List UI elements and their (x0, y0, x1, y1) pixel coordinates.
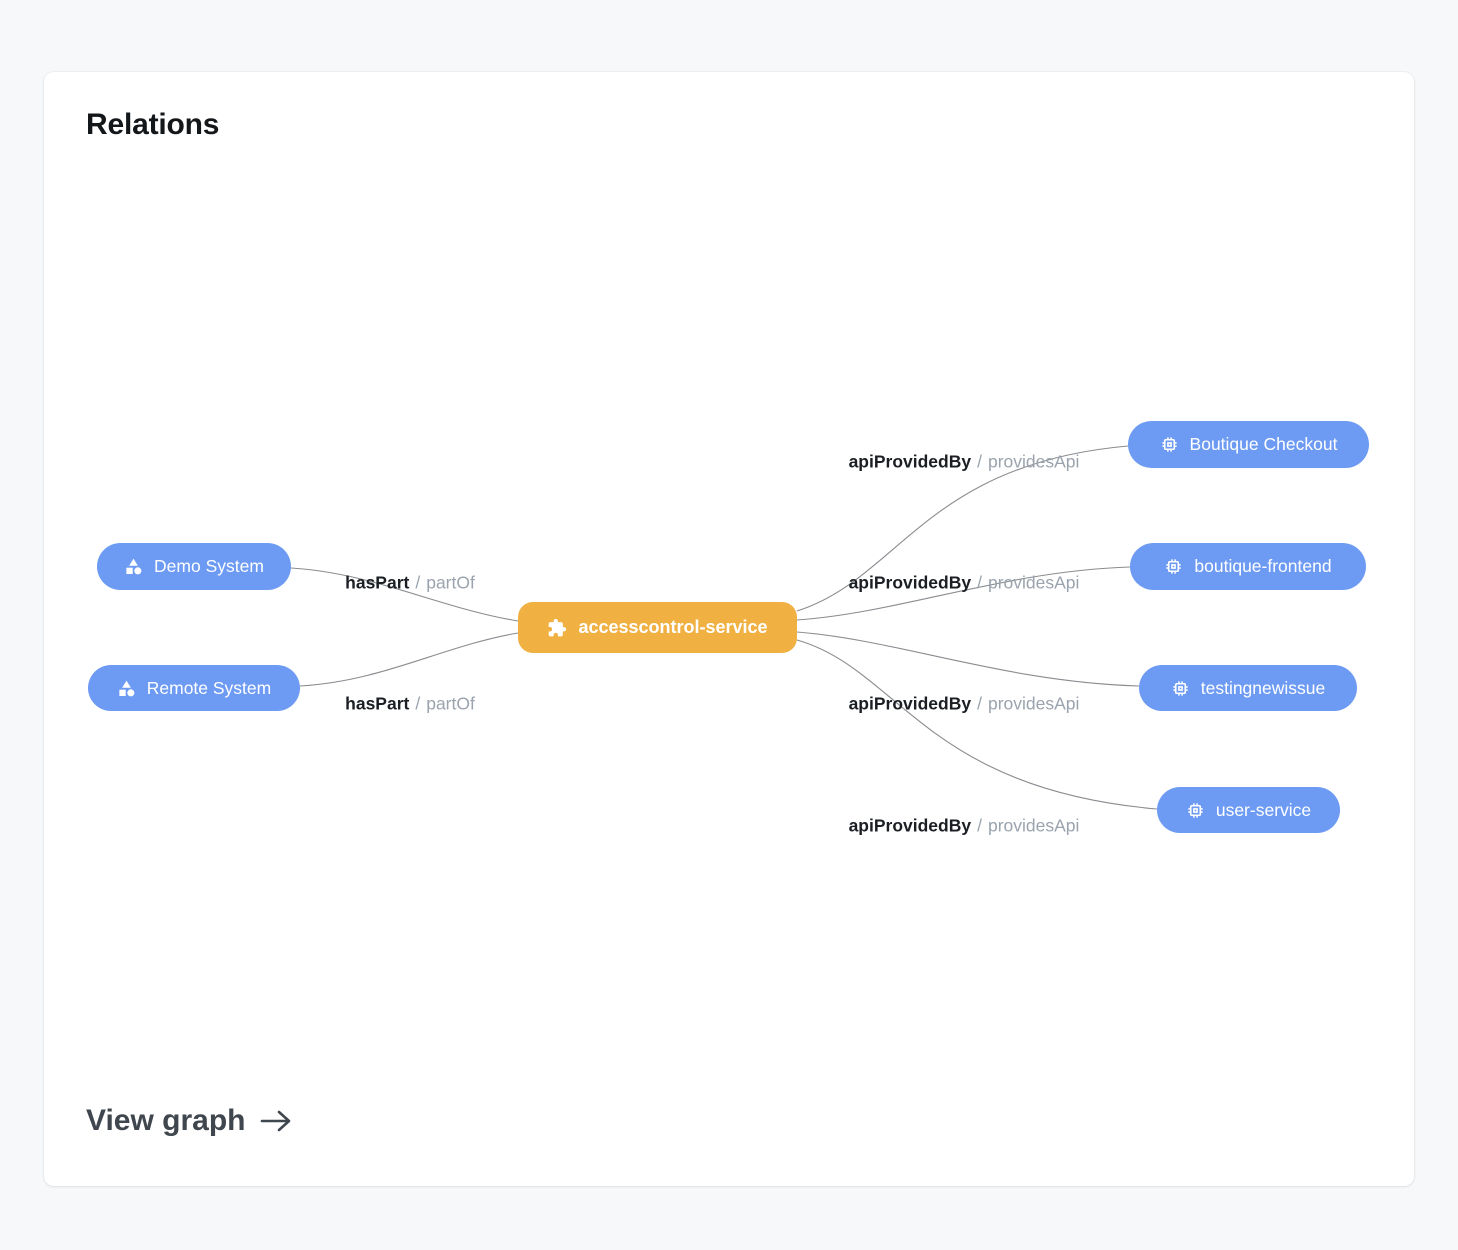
api-chip-icon (1171, 679, 1190, 698)
edge-label-api-boutique-frontend: apiProvidedBy/providesApi (849, 573, 1080, 594)
relation-separator: / (977, 815, 982, 836)
relation-inverse: providesApi (987, 572, 1080, 593)
relation-inverse: partOf (426, 572, 475, 593)
extension-puzzle-icon (547, 618, 567, 638)
system-icon (117, 679, 136, 698)
system-icon (124, 557, 143, 576)
relation-separator: / (415, 693, 421, 714)
relation-separator: / (977, 572, 982, 593)
entity-node-label: user-service (1215, 799, 1312, 820)
api-chip-icon (1186, 801, 1205, 820)
card-title: Relations (86, 108, 220, 141)
relation-separator: / (415, 572, 421, 593)
arrow-right-icon (259, 1107, 293, 1135)
relation-separator: / (977, 693, 982, 714)
edge-label-api-user-service: apiProvidedBy/providesApi (849, 816, 1080, 837)
relation-inverse: providesApi (987, 693, 1080, 714)
entity-node-label: Remote System (146, 677, 272, 698)
edge-remote-system (299, 632, 519, 687)
edge-label-haspart-remote: hasPart/partOf (345, 694, 475, 715)
api-chip-icon (1160, 435, 1179, 454)
relations-edges-canvas (290, 445, 1158, 810)
entity-node-testingnewissue[interactable]: testingnewissue (1139, 665, 1357, 711)
relation-name: apiProvidedBy (848, 815, 972, 836)
relation-name: hasPart (345, 693, 410, 714)
entity-node-user-service[interactable]: user-service (1157, 787, 1340, 833)
entity-node-boutique-frontend[interactable]: boutique-frontend (1130, 543, 1366, 590)
relation-separator: / (977, 451, 982, 472)
entity-node-remote-system[interactable]: Remote System (88, 665, 300, 711)
view-graph-label: View graph (86, 1104, 246, 1137)
entity-node-demo-system[interactable]: Demo System (97, 543, 291, 590)
entity-node-label: Demo System (154, 556, 264, 576)
relation-name: apiProvidedBy (848, 693, 972, 714)
entity-node-label: testingnewissue (1200, 677, 1326, 698)
relation-inverse: providesApi (987, 815, 1080, 836)
view-graph-link[interactable]: View graph (86, 1104, 293, 1138)
edge-user-service (796, 639, 1158, 810)
relation-inverse: providesApi (987, 451, 1080, 472)
edge-demo-system (290, 567, 519, 622)
entity-node-label: boutique-frontend (1194, 556, 1332, 576)
edge-boutique-frontend (796, 566, 1131, 621)
entity-node-label: accesscontrol-service (578, 617, 768, 637)
edge-boutique-checkout (796, 445, 1129, 612)
relation-name: apiProvidedBy (848, 572, 972, 593)
api-chip-icon (1164, 557, 1183, 576)
edge-label-api-boutique-checkout: apiProvidedBy/providesApi (849, 452, 1080, 473)
relation-name: hasPart (345, 572, 410, 593)
relations-card: Relations Demo System Remote System (44, 72, 1414, 1186)
edge-label-haspart-demo: hasPart/partOf (345, 573, 475, 594)
relation-name: apiProvidedBy (848, 451, 972, 472)
entity-node-accesscontrol-service[interactable]: accesscontrol-service (518, 602, 797, 653)
relation-inverse: partOf (426, 693, 475, 714)
edge-testingnewissue (796, 631, 1140, 687)
entity-node-boutique-checkout[interactable]: Boutique Checkout (1128, 421, 1369, 468)
edge-label-api-testingnewissue: apiProvidedBy/providesApi (849, 694, 1080, 715)
entity-node-label: Boutique Checkout (1189, 434, 1338, 454)
